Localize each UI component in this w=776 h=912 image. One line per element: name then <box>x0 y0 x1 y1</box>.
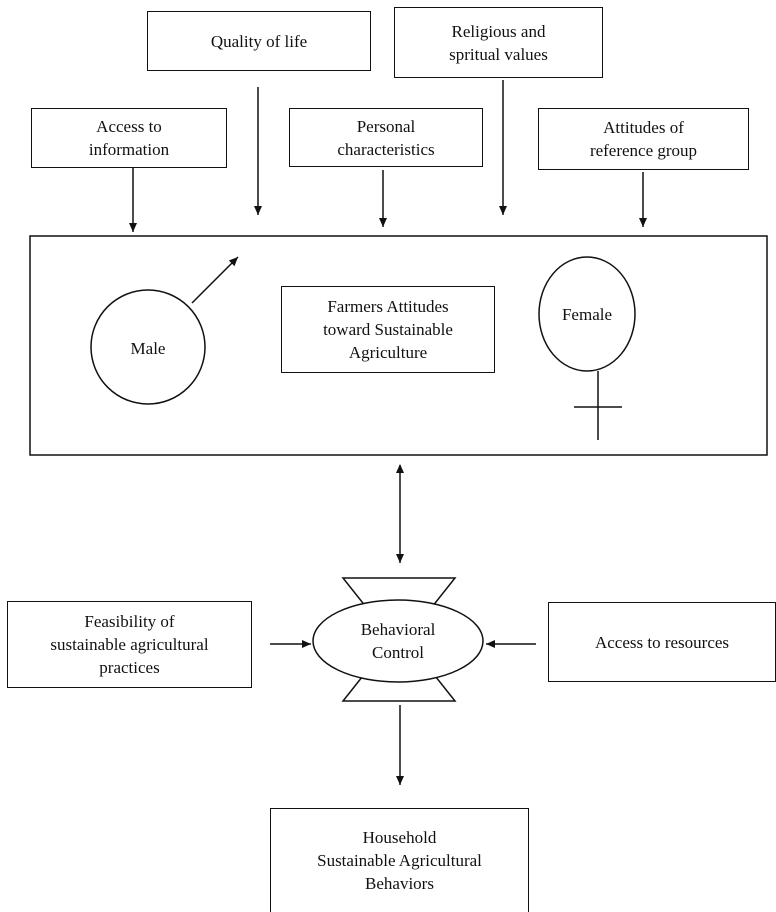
attitudes-reference-group-box: Attitudes of reference group <box>538 108 749 170</box>
access-to-information-box: Access to information <box>31 108 227 168</box>
male-label: Male <box>130 338 166 358</box>
behavioral-control-label: Behavioral Control <box>360 620 436 662</box>
access-to-resources-box: Access to resources <box>548 602 776 682</box>
personal-characteristics-box: Personal characteristics <box>289 108 483 167</box>
behavioral-control-ellipse <box>312 599 484 683</box>
female-label: Female <box>561 304 613 324</box>
farmers-attitudes-box: Farmers Attitudes toward Sustainable Agr… <box>281 286 495 373</box>
household-behaviors-box: Household Sustainable Agricultural Behav… <box>270 808 529 912</box>
male-symbol-arrow <box>191 256 239 304</box>
female-symbol-circle <box>538 256 636 372</box>
attitudes-frame <box>29 235 768 456</box>
quality-of-life-box: Quality of life <box>147 11 371 71</box>
male-symbol-circle <box>90 289 206 405</box>
religious-values-box: Religious and spritual values <box>394 7 603 78</box>
feasibility-box: Feasibility of sustainable agricultural … <box>7 601 252 688</box>
